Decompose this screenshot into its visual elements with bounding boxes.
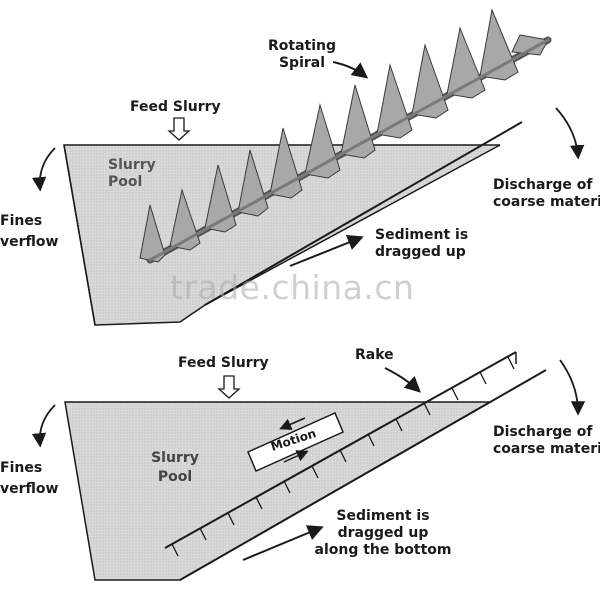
discharge-label-bottom: Discharge of coarse materi <box>493 424 600 457</box>
watermark: trade.china.cn <box>170 268 415 307</box>
motion-box <box>247 412 344 472</box>
spiral-pointer-arrow <box>332 61 369 79</box>
incline-line-top <box>204 121 523 306</box>
rotating-spiral-label: Rotating Spiral <box>267 38 337 71</box>
slurry-pool-label-top: Slurry Pool <box>108 157 156 190</box>
sediment-arrow-bottom <box>242 525 324 561</box>
rake-pointer-arrow <box>384 367 421 393</box>
discharge-label-top: Discharge of coarse materi <box>493 177 600 210</box>
sediment-arrow-top <box>289 235 364 267</box>
incline-line-bottom <box>179 369 547 581</box>
rake-label: Rake <box>355 347 394 363</box>
motion-arrow-left <box>279 417 306 430</box>
slurry-pool-label-bottom: Slurry Pool <box>151 450 199 485</box>
feed-slurry-label-bottom: Feed Slurry <box>178 355 269 371</box>
fines-overflow-label-bottom: Fines verflow <box>0 460 59 497</box>
motion-arrow-right <box>283 450 309 463</box>
rake-teeth <box>171 356 515 557</box>
feed-arrow-bottom <box>217 375 241 399</box>
feed-arrow-top <box>167 117 191 141</box>
fines-overflow-label-top: Fines verflow <box>0 213 59 250</box>
sediment-label-top: Sediment is dragged up <box>375 227 469 260</box>
fines-arrow-bottom <box>31 404 56 448</box>
feed-slurry-label-top: Feed Slurry <box>130 99 221 115</box>
sediment-label-bottom: Sediment is dragged up along the bottom <box>314 508 452 558</box>
fines-arrow-top <box>31 147 56 192</box>
discharge-arrow-bottom <box>559 359 586 416</box>
discharge-arrow-top <box>555 107 585 160</box>
